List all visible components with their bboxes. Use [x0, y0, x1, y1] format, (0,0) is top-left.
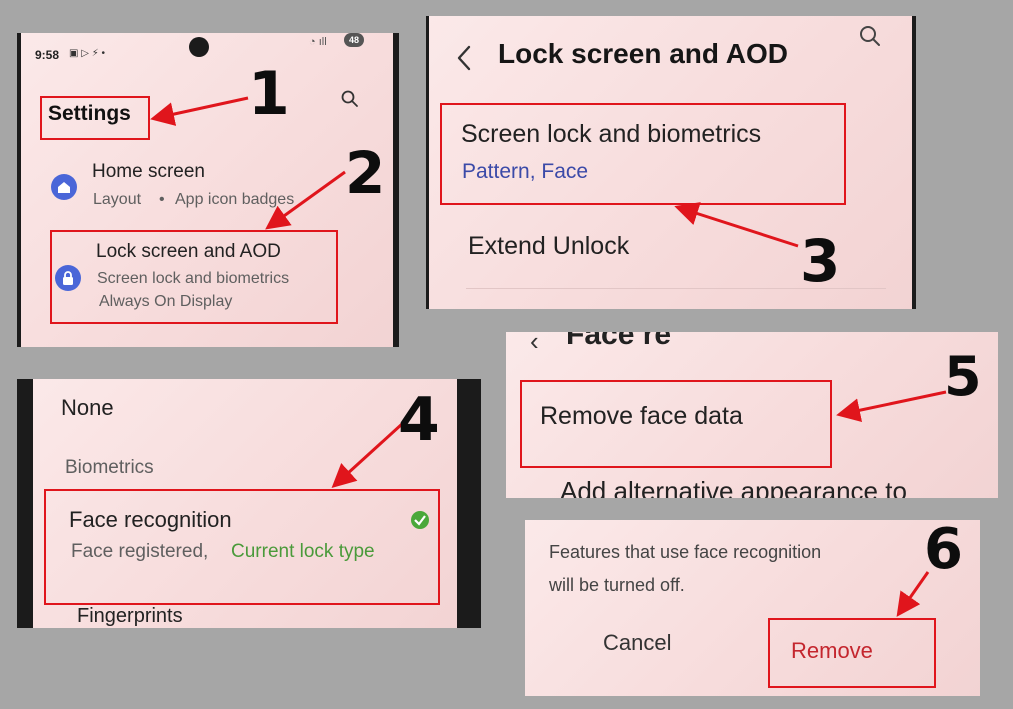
settings-item-home-screen[interactable]: Home screen Layout • App icon badges [47, 157, 347, 217]
highlight-lock-screen-item [50, 230, 338, 324]
face-recognition-current: Current lock type [231, 541, 375, 562]
step-number-5: 5 [944, 345, 982, 408]
battery-icon: 48 [344, 33, 364, 47]
cancel-button[interactable]: Cancel [603, 630, 672, 655]
highlight-screen-lock-biometrics [440, 103, 846, 205]
phone-bezel-right [912, 16, 916, 309]
list-item-fingerprints[interactable]: Fingerprints [77, 605, 183, 627]
highlight-settings-title [40, 96, 150, 140]
add-alternative-appearance-option[interactable]: Add alternative appearance to [560, 476, 907, 498]
dialog-message-line-1: Features that use face recognition [549, 542, 822, 562]
lock-screen-sub-aod: Always On Display [99, 293, 233, 310]
section-header-biometrics: Biometrics [65, 457, 154, 478]
home-screen-title: Home screen [92, 161, 205, 182]
highlight-remove-button [768, 618, 936, 688]
dialog-message-line-2: will be turned off. [549, 575, 685, 595]
list-item-screen-lock-biometrics[interactable]: Screen lock and biometrics Pattern, Face [444, 106, 844, 202]
option-none[interactable]: None [61, 395, 114, 420]
status-icons: ▣ ▷ ⚡ • [69, 48, 105, 59]
phone-bezel-left [17, 379, 33, 628]
panel-biometrics: None Biometrics Face recognition Face re… [17, 379, 481, 628]
step-number-1: 1 [248, 59, 290, 129]
home-icon [51, 174, 77, 200]
separator-dot: • [159, 191, 165, 208]
list-item-extend-unlock[interactable]: Extend Unlock [468, 232, 630, 260]
phone-bezel-right [457, 379, 481, 628]
remove-button[interactable]: Remove [791, 638, 873, 663]
back-chevron-icon[interactable] [454, 44, 474, 72]
phone-bezel-right [393, 33, 399, 347]
face-recognition-title: Face recognition [69, 507, 232, 532]
back-chevron-icon[interactable]: ‹ [530, 332, 539, 356]
search-icon[interactable] [858, 24, 882, 48]
check-icon [411, 511, 429, 529]
step-number-2: 2 [345, 139, 386, 207]
screen-lock-title: Screen lock and biometrics [461, 120, 762, 148]
page-title-fragment: Face re [566, 332, 672, 351]
page-title: Lock screen and AOD [498, 38, 788, 69]
camera-cutout [189, 37, 209, 57]
step-number-3: 3 [800, 227, 841, 295]
panel-lock-screen: Lock screen and AOD Screen lock and biom… [426, 16, 916, 309]
divider [466, 288, 886, 289]
lock-screen-sub-biometrics: Screen lock and biometrics [97, 270, 290, 287]
settings-item-lock-screen[interactable]: Lock screen and AOD Screen lock and biom… [49, 230, 349, 322]
lock-screen-title: Lock screen and AOD [96, 241, 281, 262]
step-number-4: 4 [398, 385, 440, 455]
phone-bezel-left [426, 16, 429, 309]
home-screen-sub-badges: App icon badges [175, 191, 295, 208]
highlight-face-recognition [44, 489, 440, 605]
status-time: 9:58 [35, 48, 60, 62]
list-item-face-recognition[interactable]: Face recognition Face registered, Curren… [45, 489, 439, 605]
phone-bezel-left [17, 33, 21, 347]
signal-icon: ◔ ıll [309, 36, 327, 48]
search-icon[interactable] [340, 89, 360, 109]
highlight-remove-face-data [520, 380, 832, 468]
remove-face-data-option[interactable]: Remove face data [540, 402, 743, 430]
home-screen-sub-layout: Layout [93, 191, 142, 208]
step-number-6: 6 [924, 517, 963, 582]
page-title: Settings [48, 102, 131, 125]
lock-icon [55, 265, 81, 291]
face-recognition-sub: Face registered, [71, 541, 209, 562]
screen-lock-sub: Pattern, Face [462, 160, 589, 183]
